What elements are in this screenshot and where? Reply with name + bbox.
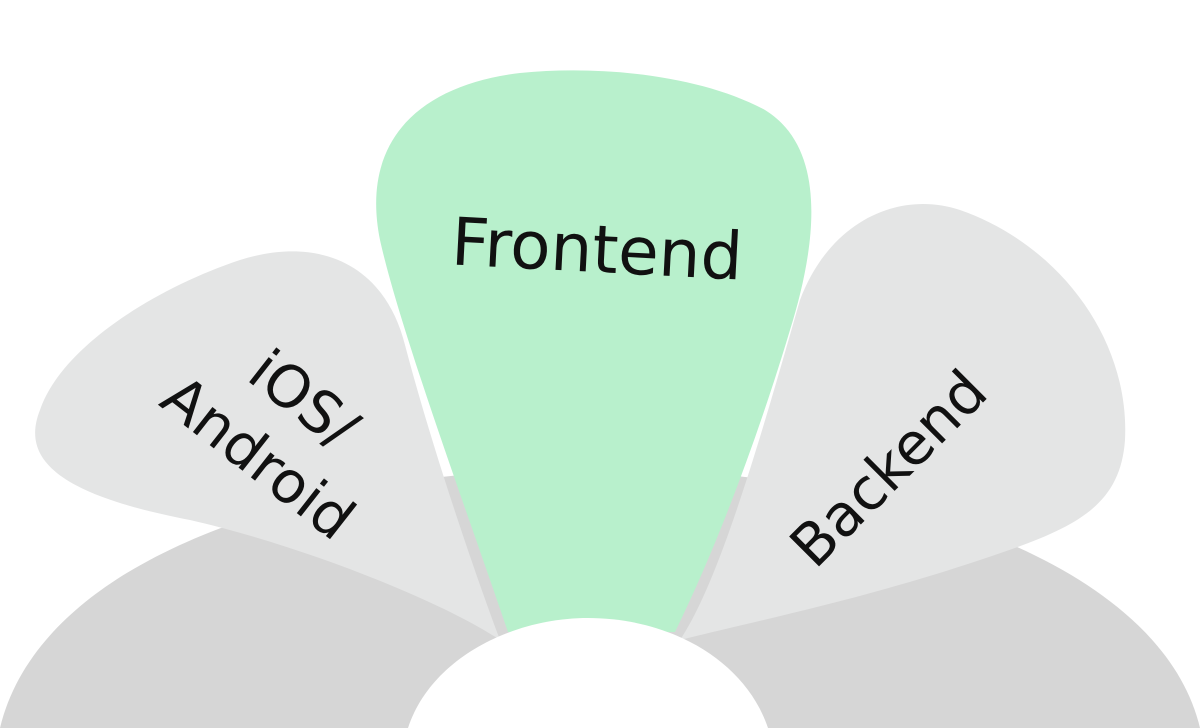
petal-ios-android[interactable]: iOS/ Android [35, 251, 500, 640]
center-hub [408, 618, 768, 728]
petal-frontend-label: Frontend [450, 203, 745, 295]
petal-backend[interactable]: Backend [680, 204, 1126, 640]
petal-ios-android-shape [35, 251, 500, 640]
petal-frontend-shape [376, 70, 812, 632]
petal-backend-shape [680, 204, 1126, 640]
petal-frontend[interactable]: Frontend [376, 70, 812, 632]
